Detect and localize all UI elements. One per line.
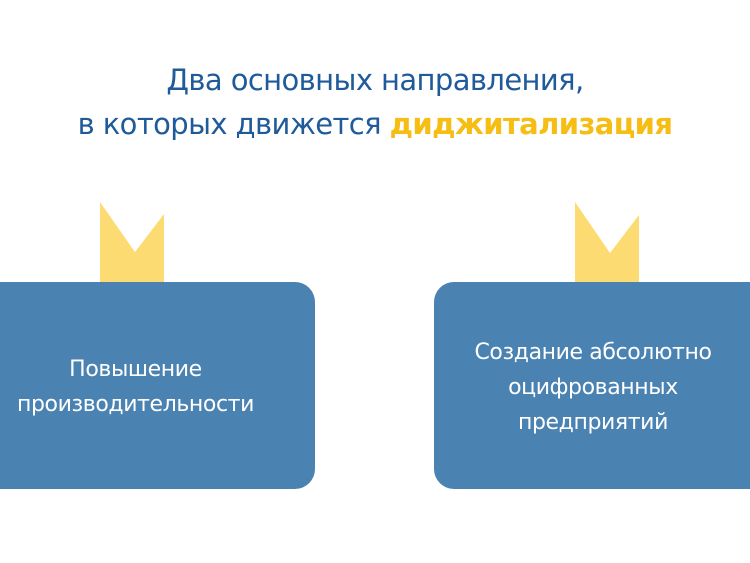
- slide-title: Два основных направления, в которых движ…: [0, 58, 750, 146]
- direction-box-digital-enterprises: Создание абсолютно оцифрованных предприя…: [434, 282, 750, 489]
- title-line-2-prefix: в которых движется: [77, 107, 390, 141]
- direction-line: Повышение: [69, 356, 202, 382]
- direction-box-productivity: Повышение производительности: [0, 282, 315, 489]
- direction-text: Повышение производительности: [17, 352, 254, 422]
- direction-line: производительности: [17, 391, 254, 417]
- chevron-down-icon: [100, 200, 164, 282]
- title-line-2: в которых движется диджитализация: [0, 102, 750, 146]
- direction-line: оцифрованных: [508, 375, 678, 400]
- direction-line: Создание абсолютно: [474, 340, 712, 365]
- title-line-1: Два основных направления,: [166, 63, 584, 97]
- direction-line: предприятий: [517, 410, 668, 435]
- chevron-down-icon: [575, 200, 639, 282]
- title-accent-word: диджитализация: [389, 107, 673, 141]
- direction-text: Создание абсолютно оцифрованных предприя…: [474, 335, 711, 440]
